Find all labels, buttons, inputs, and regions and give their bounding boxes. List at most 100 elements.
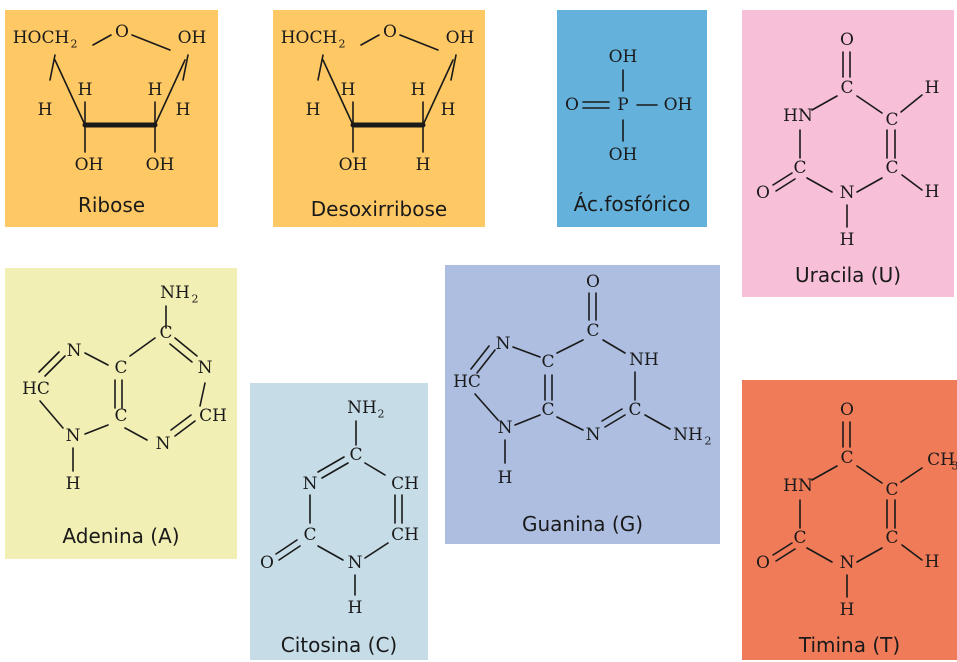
atom-h: H	[925, 78, 940, 98]
guanina-card: O C N C NH HC C C N N NH 2 H Guanina (G)	[445, 265, 720, 544]
atom-h: H	[416, 155, 431, 175]
atom-c: C	[885, 158, 898, 178]
atom-hn: HN	[783, 476, 813, 496]
desoxirribose-structure: HOCH 2 O OH H H H H OH H	[281, 22, 475, 175]
ribose-card: HOCH 2 O OH H H H H OH OH Ribose	[5, 10, 218, 227]
atom-oh: OH	[339, 155, 368, 175]
atom-h: H	[341, 80, 356, 100]
atom-ch: CH	[199, 406, 227, 426]
atom-oh: OH	[178, 28, 207, 48]
atom-nh2: NH	[160, 283, 190, 303]
atom-h: H	[176, 100, 191, 120]
atom-h: H	[411, 80, 426, 100]
atom-o: O	[260, 553, 274, 573]
atom-c: C	[885, 110, 898, 130]
atom-o: O	[756, 183, 770, 203]
acido-fosforico-card: OH O P OH OH Ác.fosfórico	[557, 10, 707, 227]
atom-h: H	[925, 182, 940, 202]
atom-c: C	[840, 448, 853, 468]
atom-n: N	[586, 425, 601, 445]
subscript: 2	[378, 408, 385, 421]
atom-c: C	[159, 323, 172, 343]
atom-oh: OH	[75, 155, 104, 175]
atom-h: H	[498, 468, 513, 488]
atom-c: C	[793, 528, 806, 548]
desoxirribose-card: HOCH 2 O OH H H H H OH H Desoxirribose	[273, 10, 485, 227]
atom-o: O	[383, 22, 397, 42]
atom-c: C	[628, 400, 641, 420]
atom-oh: OH	[609, 145, 638, 165]
atom-c: C	[541, 352, 554, 372]
subscript: 2	[71, 38, 78, 51]
atom-oh: OH	[664, 95, 693, 115]
atom-c: C	[303, 525, 316, 545]
atom-h: H	[306, 100, 321, 120]
timina-structure: O C HN C CH 3 C C H O N H	[756, 400, 957, 620]
atom-h: H	[38, 100, 53, 120]
atom-oh: OH	[609, 47, 638, 67]
atom-nh2: NH	[347, 398, 377, 418]
uracila-structure: O C HN C H C C H O N H	[756, 30, 940, 250]
atom-c: C	[114, 358, 127, 378]
atom-hc: HC	[453, 372, 481, 392]
atom-c: C	[885, 528, 898, 548]
atom-hn: HN	[783, 106, 813, 126]
atom-h: H	[840, 600, 855, 620]
molecule-name: Adenina (A)	[62, 524, 180, 548]
citosina-structure: NH 2 C N CH C CH O N H	[260, 398, 419, 618]
molecule-name: Guanina (G)	[521, 512, 644, 536]
molecule-name: Ác.fosfórico	[573, 192, 691, 216]
atom-ch: CH	[391, 525, 419, 545]
atom-nh: NH	[629, 350, 659, 370]
subscript: 2	[705, 435, 712, 448]
citosina-card: NH 2 C N CH C CH O N H Citosina (C)	[250, 383, 428, 660]
atom-c: C	[793, 158, 806, 178]
atom-nh2: NH	[673, 425, 703, 445]
atom-o: O	[565, 95, 579, 115]
molecule-name: Desoxirribose	[310, 197, 448, 221]
atom-o: O	[840, 400, 854, 420]
atom-h: H	[148, 80, 163, 100]
adenina-structure: NH 2 N C C N HC C CH N N H	[22, 283, 227, 494]
atom-n: N	[840, 553, 855, 573]
atom-c: C	[114, 406, 127, 426]
atom-oh: OH	[446, 28, 475, 48]
atom-o: O	[756, 553, 770, 573]
atom-h: H	[840, 230, 855, 250]
molecule-name: Uracila (U)	[794, 263, 902, 287]
timina-card: O C HN C CH 3 C C H O N H Timina (T)	[742, 380, 957, 660]
subscript: 2	[192, 293, 199, 306]
atom-h: H	[78, 80, 93, 100]
molecule-name: Timina (T)	[798, 633, 901, 657]
molecule-name: Citosina (C)	[280, 633, 398, 657]
atom-c: C	[349, 445, 362, 465]
atom-c: C	[840, 78, 853, 98]
atom-o: O	[840, 30, 854, 50]
atom-oh: OH	[146, 155, 175, 175]
ribose-structure: HOCH 2 O OH H H H H OH OH	[13, 22, 207, 175]
acido-fosforico-structure: OH O P OH OH	[565, 47, 693, 165]
subscript: 3	[952, 460, 957, 473]
atom-h: H	[925, 552, 940, 572]
atom-hc: HC	[22, 379, 50, 399]
molecule-name: Ribose	[77, 193, 146, 217]
atom-o: O	[586, 272, 600, 292]
atom-ch3: CH	[927, 450, 955, 470]
atom-n: N	[496, 334, 511, 354]
atom-h: H	[441, 100, 456, 120]
atom-p: P	[617, 95, 628, 115]
atom-n: N	[67, 341, 82, 361]
atom-n: N	[156, 434, 171, 454]
atom-n: N	[66, 426, 81, 446]
atom-n: N	[303, 474, 318, 494]
atom-c: C	[586, 321, 599, 341]
atom-hoch: HOCH	[281, 28, 338, 48]
atom-hoch: HOCH	[13, 28, 70, 48]
atom-c: C	[885, 480, 898, 500]
atom-n: N	[840, 183, 855, 203]
atom-h: H	[348, 598, 363, 618]
guanina-structure: O C N C NH HC C C N N NH 2 H	[453, 272, 712, 488]
atom-h: H	[66, 474, 81, 494]
adenina-card: NH 2 N C C N HC C CH N N H Adenina (A)	[5, 268, 237, 559]
atom-n: N	[498, 418, 513, 438]
